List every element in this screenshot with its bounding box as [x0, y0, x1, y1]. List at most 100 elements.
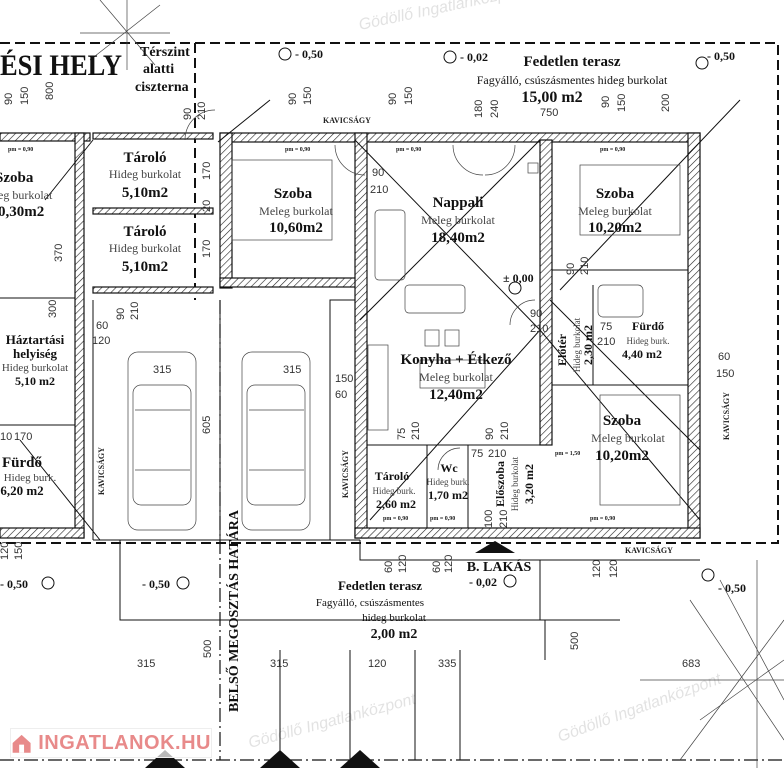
- svg-text:Előszoba: Előszoba: [493, 461, 507, 507]
- svg-text:210: 210: [196, 102, 208, 120]
- svg-text:Tároló: Tároló: [123, 224, 166, 240]
- svg-text:Hideg burk.: Hideg burk.: [427, 477, 470, 487]
- svg-text:150: 150: [716, 368, 734, 380]
- svg-text:- 0,50: - 0,50: [707, 49, 735, 63]
- svg-text:20: 20: [201, 200, 213, 212]
- svg-text:- 0,50: - 0,50: [0, 577, 28, 591]
- internal-division-label: BELSŐ MEGOSZTÁS HATÁRA: [225, 509, 242, 712]
- svg-text:300: 300: [47, 300, 59, 318]
- svg-text:210: 210: [579, 257, 591, 275]
- entrance-arrow-icon: [475, 541, 515, 553]
- svg-text:60: 60: [718, 351, 730, 363]
- svg-text:1,70 m2: 1,70 m2: [428, 488, 468, 502]
- svg-text:120: 120: [591, 560, 603, 578]
- svg-text:150: 150: [13, 542, 25, 560]
- svg-text:2,00 m2: 2,00 m2: [371, 627, 418, 642]
- door-swings: [184, 109, 536, 471]
- svg-text:Nappali: Nappali: [433, 195, 484, 211]
- svg-text:Gödöllő Ingatlanközpont: Gödöllő Ingatlanközpont: [247, 691, 419, 752]
- svg-text:12,40m2: 12,40m2: [429, 387, 483, 403]
- svg-text:- 0,50: - 0,50: [295, 47, 323, 61]
- svg-text:Fagyálló, csúszásmentes: Fagyálló, csúszásmentes: [316, 597, 424, 609]
- svg-text:335: 335: [438, 658, 456, 670]
- svg-text:500: 500: [569, 632, 581, 650]
- car-symbol: [127, 351, 197, 531]
- svg-text:210: 210: [597, 336, 615, 348]
- svg-text:150: 150: [335, 373, 353, 385]
- svg-text:eg burkolat: eg burkolat: [0, 188, 53, 202]
- svg-text:100: 100: [483, 510, 495, 528]
- svg-text:370: 370: [53, 244, 65, 262]
- svg-text:pm = 1,50: pm = 1,50: [555, 451, 580, 457]
- svg-text:2,30 m2: 2,30 m2: [581, 325, 595, 365]
- svg-text:Hideg burkolat: Hideg burkolat: [109, 167, 182, 181]
- svg-text:Meleg burkolat: Meleg burkolat: [259, 204, 333, 218]
- level-markers: - 0,50 - 0,02 - 0,50 ± 0,00 - 0,50 - 0,5…: [0, 47, 746, 595]
- svg-text:Hideg burkolat: Hideg burkolat: [510, 456, 520, 511]
- svg-text:210: 210: [499, 422, 511, 440]
- car-symbol: [241, 351, 311, 531]
- cistern-label: Térszint: [140, 45, 190, 60]
- svg-text:90: 90: [565, 263, 577, 275]
- interior-lines: [0, 99, 741, 760]
- svg-text:pm = 0,90: pm = 0,90: [8, 147, 33, 153]
- svg-text:120: 120: [443, 555, 455, 573]
- gravel-label: KAVICSÁGY: [323, 115, 371, 125]
- svg-text:Előtér: Előtér: [555, 333, 569, 366]
- svg-text:pm = 0,90: pm = 0,90: [590, 516, 615, 522]
- svg-text:170: 170: [14, 431, 32, 443]
- svg-text:6,20 m2: 6,20 m2: [0, 483, 43, 498]
- svg-text:Meleg burkolat: Meleg burkolat: [419, 370, 493, 384]
- terrace-area: 15,00 m2: [521, 89, 582, 106]
- svg-text:683: 683: [682, 658, 700, 670]
- svg-text:315: 315: [137, 658, 155, 670]
- svg-text:120: 120: [397, 555, 409, 573]
- gravel-label: KAVICSÁGY: [96, 447, 106, 495]
- house-icon: [12, 734, 31, 753]
- svg-text:helyiség: helyiség: [13, 346, 58, 361]
- svg-text:150: 150: [302, 87, 314, 105]
- svg-text:90: 90: [387, 93, 399, 105]
- svg-text:Fedetlen terasz: Fedetlen terasz: [338, 578, 422, 593]
- svg-text:500: 500: [202, 640, 214, 658]
- svg-text:5,10m2: 5,10m2: [122, 259, 168, 275]
- terrace-floor: Fagyálló, csúszásmentes hideg burkolat: [477, 73, 668, 87]
- svg-text:Szoba: Szoba: [274, 186, 313, 202]
- svg-text:210: 210: [488, 448, 506, 460]
- svg-text:90: 90: [372, 167, 384, 179]
- svg-text:60: 60: [431, 561, 443, 573]
- svg-text:Meleg burkolat: Meleg burkolat: [591, 431, 665, 445]
- svg-text:3,20 m2: 3,20 m2: [522, 464, 536, 504]
- svg-text:75: 75: [471, 448, 483, 460]
- svg-text:200: 200: [660, 94, 672, 112]
- gravel-label: KAVICSÁGY: [625, 545, 673, 555]
- svg-text:10,20m2: 10,20m2: [588, 220, 642, 236]
- svg-text:120: 120: [0, 542, 11, 560]
- svg-text:170: 170: [201, 162, 213, 180]
- svg-text:Tároló: Tároló: [375, 469, 409, 483]
- svg-text:210: 210: [410, 422, 422, 440]
- svg-text:90: 90: [115, 308, 127, 320]
- svg-text:Hideg burk.: Hideg burk.: [4, 472, 57, 484]
- svg-text:210: 210: [370, 184, 388, 196]
- svg-text:315: 315: [153, 364, 171, 376]
- svg-text:Háztartási: Háztartási: [6, 332, 65, 347]
- dimension-labels: 90 150 800 90 150 90 150 180 240 750 90 …: [0, 82, 734, 670]
- svg-text:90: 90: [3, 93, 15, 105]
- svg-text:0,30m2: 0,30m2: [0, 204, 44, 220]
- svg-text:75: 75: [600, 321, 612, 333]
- svg-text:90: 90: [287, 93, 299, 105]
- svg-text:Meleg burkolat: Meleg burkolat: [578, 204, 652, 218]
- svg-text:10,20m2: 10,20m2: [595, 448, 649, 464]
- svg-text:90: 90: [484, 428, 496, 440]
- svg-text:Szoba: Szoba: [596, 186, 635, 202]
- svg-text:pm = 0,90: pm = 0,90: [285, 147, 310, 153]
